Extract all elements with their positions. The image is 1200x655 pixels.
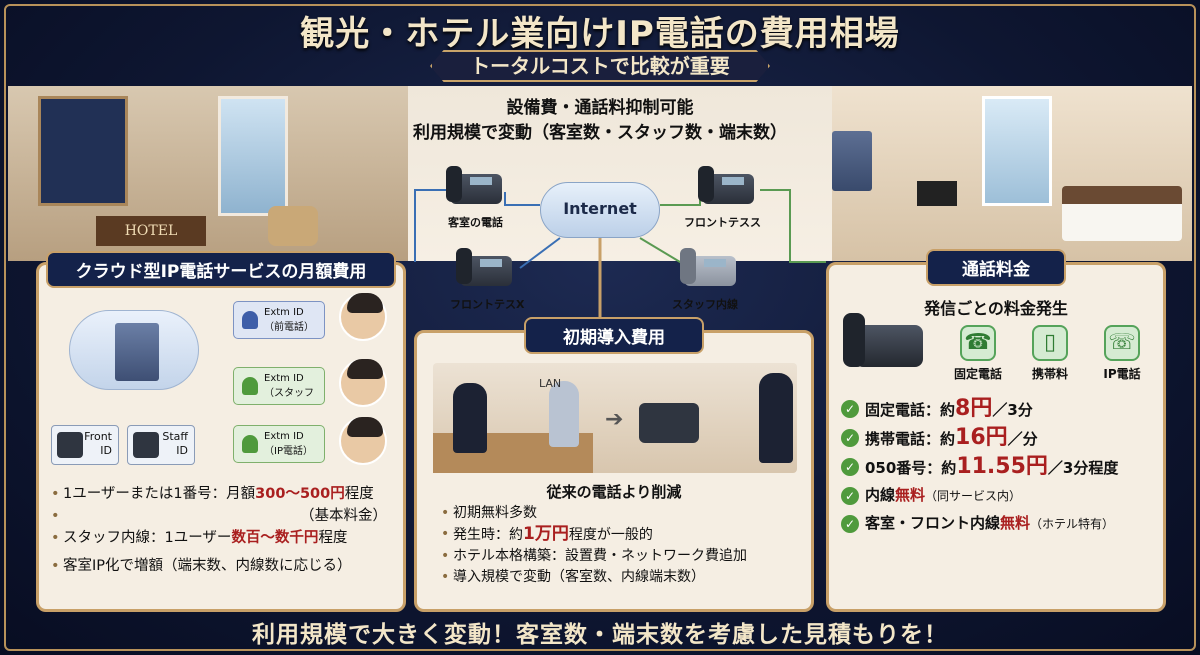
lobby-window [218,96,288,216]
cloud-monthly-cost-heading: クラウド型IP電話サービスの月額費用 [46,251,396,288]
call-rates-heading: 通話料金 [926,249,1066,286]
ext-id-1-line1: Extm ID [264,307,304,318]
desk-phone-icon [57,432,83,458]
phone-label-staff-extension: スタッフ内線 [672,298,738,311]
call-rates-subheading: 発信ごとの料金発生 [924,299,1068,318]
cloud-monthly-cost-panel: クラウド型IP電話サービスの月額費用 Extm ID （前電話） Extm ID… [36,251,406,612]
list-item-sub: （基本料金） [51,505,395,527]
ext-id-1-line2: （前電話） [264,322,314,333]
staff-avatar-1 [339,293,387,341]
internet-label: Internet [563,199,637,218]
desk-phone-icon [843,309,923,371]
user-icon [242,311,258,329]
staff-id-box: Staff ID [127,425,195,465]
rate-050: 050番号：約11.55円／3分程度 [841,453,1157,482]
ext-id-box-1: Extm ID （前電話） [233,301,325,339]
list-item: 発生時：約1万円程度が一般的 [441,524,803,546]
lobby-illustration: HOTEL [8,86,408,261]
list-item: ホテル本格構築：設置費・ネットワーク費追加 [441,546,803,567]
lobby-chair [268,206,318,246]
monthly-cost-list: 1ユーザーまたは1番号：月額300〜500円程度 （基本料金） スタッフ内線：1… [51,483,395,577]
phone-label-front-desk-x: フロントテスX [450,298,525,311]
guest-room-illustration [832,86,1192,261]
phone-label-guest-room: 客室の電話 [448,216,503,229]
rate-extension: 内線無料（同サービス内） [841,482,1157,510]
list-item: 1ユーザーまたは1番号：月額300〜500円程度 [51,483,395,505]
staff-id-line1: Staff [162,430,188,443]
staff-extension-phone-icon [680,244,738,288]
mobile-phone-icon: ▯ 携帯料 [1009,325,1091,382]
list-item: 導入規模で変動（客室数、内線端末数） [441,567,803,588]
center-summary-line2: 利用規模で変動（客室数・スタッフ数・端末数） [413,123,787,143]
initial-cost-list: 初期無料多数 発生時：約1万円程度が一般的 ホテル本格構築：設置費・ネットワーク… [441,503,803,588]
center-summary-line1: 設備費・通話料抑制可能 [506,98,694,118]
ext-id-3-line1: Extm ID [264,431,304,442]
desk-phone-icon [133,432,159,458]
staff-figure [549,381,579,447]
front-id-box: Front ID [51,425,119,465]
front-id-line2: ID [100,444,112,457]
staff-avatar-2 [339,359,387,407]
list-item: 客室IP化で増額（端末数、内線数に応じる） [51,555,395,577]
center-summary: 設備費・通話料抑制可能 利用規模で変動（客室数・スタッフ数・端末数） [380,96,820,146]
front-desk-phone-icon [698,162,756,206]
staff-id-line2: ID [176,444,188,457]
call-rates-panel: 通話料金 発信ごとの料金発生 ☎ 固定電話 ▯ 携帯料 ☏ IP電話 固定電話：… [826,249,1166,612]
ext-id-2-line1: Extm ID [264,373,304,384]
subtitle-text: トータルコストで比較が重要 [430,50,770,82]
internet-cloud-icon: Internet [540,182,660,238]
user-icon [242,435,258,453]
initial-cost-title: 従来の電話より削減 [546,483,682,501]
technician-figure [453,383,487,453]
lobby-wall-panel [38,96,128,206]
cloud-server-icon [69,310,199,390]
room-window [982,96,1052,206]
tv-icon [917,181,957,206]
fixed-phone-icon: ☎ 固定電話 [937,325,1019,382]
rate-room-front-extension: 客室・フロント内線無料（ホテル特有） [841,510,1157,538]
bed-icon [1062,186,1182,241]
ext-id-2-line2: （スタッフ [264,388,314,399]
staff-avatar-3 [339,417,387,465]
list-item: スタッフ内線：1ユーザー数百〜数千円程度 [51,527,395,549]
server-icon [832,131,872,191]
initial-cost-panel: 初期導入費用 LAN ➔ 従来の電話より削減 初期無料多数 発生時：約1万円程度… [414,317,814,612]
phone-label-front-desk: フロントテスス [684,216,761,229]
front-id-line1: Front [84,430,112,443]
arrow-right-icon: ➔ [605,407,624,432]
page-title: 観光・ホテル業向けIP電話の費用相場 [300,14,900,54]
ext-id-box-3: Extm ID （IP電話） [233,425,325,463]
guest-room-phone-icon [446,162,504,206]
hotel-sign: HOTEL [96,216,206,246]
ext-id-3-line2: （IP電話） [264,446,313,457]
call-rates-list: 固定電話：約8円／3分 携帯電話：約16円／分 050番号：約11.55円／3分… [841,395,1157,538]
installation-illustration: LAN ➔ [433,363,797,473]
front-desk-x-phone-icon [456,244,514,288]
rate-mobile: 携帯電話：約16円／分 [841,424,1157,453]
initial-cost-heading: 初期導入費用 [524,317,704,354]
list-item: 初期無料多数 [441,503,803,524]
installer-figure [759,373,793,463]
lan-label: LAN [539,377,562,390]
ext-id-box-2: Extm ID （スタッフ [233,367,325,405]
subtitle-banner: トータルコストで比較が重要 [430,50,770,82]
user-icon [242,377,258,395]
rate-fixed: 固定電話：約8円／3分 [841,395,1157,424]
ip-phone-icon [639,403,699,443]
ip-phone-icon: ☏ IP電話 [1081,325,1163,382]
footer-message: 利用規模で大きく変動！客室数・端末数を考慮した見積もりを！ [252,622,948,648]
